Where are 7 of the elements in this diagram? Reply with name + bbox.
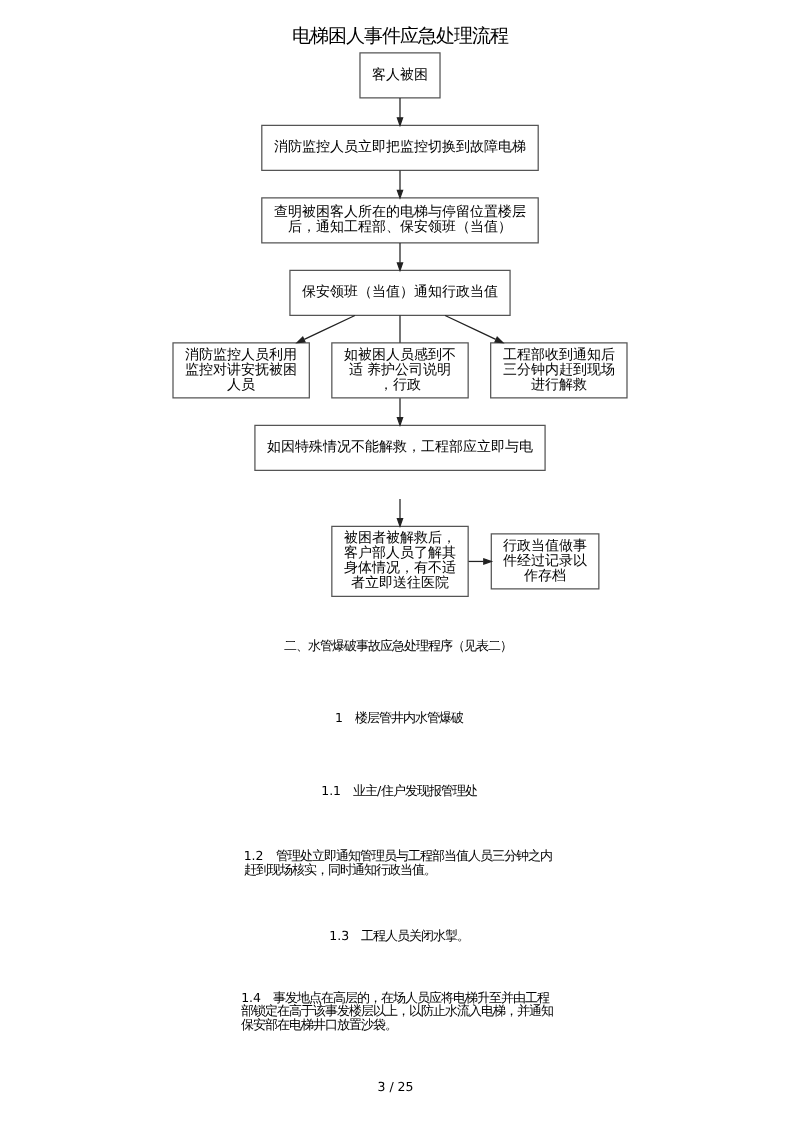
arrow (396, 397, 404, 427)
diagram-title: 电梯困人事件应急处理流程 (292, 25, 508, 48)
arrow (396, 498, 404, 529)
arrow (396, 97, 404, 128)
arrow (396, 169, 404, 200)
connector (399, 314, 401, 344)
arrow (396, 242, 404, 273)
